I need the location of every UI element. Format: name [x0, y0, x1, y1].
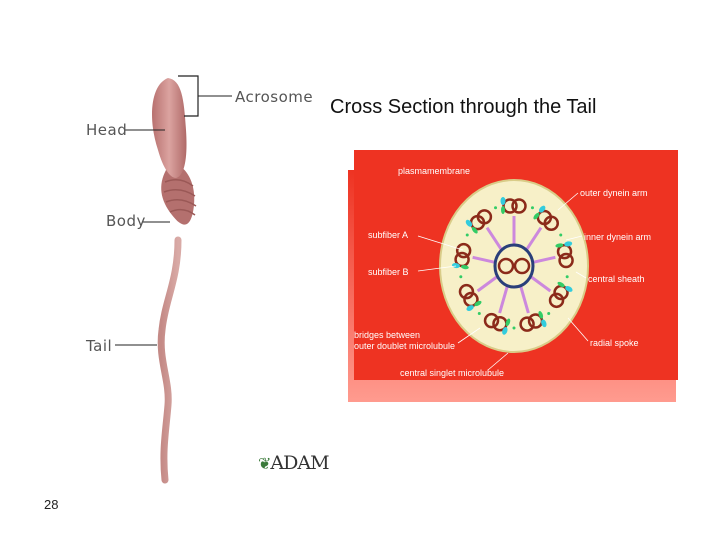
- adam-logo-text: ADAM: [270, 452, 329, 474]
- adam-logo: ❦ADAM: [258, 452, 330, 474]
- midpiece-segments: [163, 179, 197, 216]
- outer-dynein-arm: [565, 286, 573, 292]
- page-number: 28: [44, 497, 59, 512]
- inner-dynein-arm: [555, 243, 564, 248]
- inner-dynein-arm-label: inner dynein arm: [584, 232, 652, 242]
- nexin-bridge: [559, 233, 563, 237]
- central-sheath-label: central sheath: [588, 274, 645, 284]
- doublet-subfiber-b: [519, 316, 535, 332]
- inner-dynein-arm: [501, 206, 505, 214]
- inner-dynein-arm: [538, 311, 544, 319]
- subfiber-b-label: subfiber B: [368, 267, 409, 277]
- axoneme: [451, 197, 574, 335]
- doublet-subfiber-b: [455, 242, 472, 259]
- radial-spoke: [472, 255, 495, 264]
- doublet-subfiber-b: [558, 252, 574, 269]
- doublet-subfiber-a: [502, 198, 518, 214]
- inner-dynein-arm: [460, 265, 469, 270]
- outer-dynein-arm: [466, 305, 474, 311]
- outer-dynein-arm: [465, 219, 473, 227]
- outer-dynein-arm: [539, 205, 546, 213]
- bridges-label-line2: outer doublet microlubule: [354, 341, 456, 351]
- radial-spoke: [485, 226, 503, 250]
- radial-spoke: [533, 255, 556, 264]
- subfiber-a-label: subfiber A: [368, 230, 409, 240]
- tail-label: Tail: [86, 337, 113, 355]
- inner-dynein-arm: [557, 281, 565, 288]
- doublet-subfiber-b: [476, 209, 493, 225]
- radial-spoke: [525, 226, 543, 250]
- outer-dynein-arm: [541, 319, 547, 328]
- sperm-tail: [157, 236, 182, 484]
- sperm-head: [152, 78, 187, 178]
- nexin-bridge: [565, 275, 569, 279]
- outer-dynein-arm: [564, 241, 573, 247]
- inner-dynein-arm: [471, 226, 478, 234]
- tail-cross-section-diagram: plasmamembrane outer dynein arm inner dy…: [348, 148, 678, 403]
- nexin-bridge: [459, 275, 463, 279]
- outer-dynein-arm: [451, 262, 460, 269]
- plasma-membrane-label: plasmamembrane: [398, 166, 471, 176]
- radial-spoke: [476, 275, 498, 293]
- doublet-subfiber-b: [511, 198, 527, 214]
- radial-spoke-label: radial spoke: [590, 338, 639, 348]
- leaf-icon: ❦: [258, 454, 271, 473]
- doublet-subfiber-b: [483, 312, 500, 329]
- sperm-illustration: [115, 75, 232, 484]
- outer-dynein-arm-label: outer dynein arm: [580, 188, 648, 198]
- nexin-bridge: [547, 311, 551, 315]
- nexin-bridge: [477, 311, 481, 315]
- central-sheath: [493, 243, 535, 289]
- radial-spoke: [530, 275, 552, 293]
- pointer-lines: [417, 192, 589, 371]
- cross-section-svg: [348, 150, 678, 402]
- radial-spoke: [498, 286, 509, 314]
- inner-dynein-arm: [533, 212, 540, 220]
- nexin-bridge: [530, 206, 534, 210]
- outer-dynein-arm: [500, 197, 506, 205]
- nexin-bridge: [494, 206, 498, 210]
- bridges-label-line1: bridges between: [354, 330, 421, 340]
- outer-dynein-arm: [502, 326, 508, 335]
- nexin-bridge: [512, 326, 516, 330]
- radial-spoke: [519, 286, 530, 314]
- nexin-bridge: [465, 233, 469, 237]
- doublet-subfiber-b: [458, 283, 475, 300]
- acrosome-label: Acrosome: [235, 88, 314, 106]
- doublet-subfiber-b: [543, 215, 560, 232]
- body-label: Body: [106, 212, 146, 230]
- doublet-subfiber-b: [548, 292, 565, 309]
- head-label: Head: [86, 121, 128, 139]
- inner-dynein-arm: [505, 318, 511, 327]
- central-singlet-label: central singlet microlubule: [400, 368, 505, 378]
- slide-title: Cross Section through the Tail: [330, 96, 597, 118]
- inner-dynein-arm: [474, 300, 482, 307]
